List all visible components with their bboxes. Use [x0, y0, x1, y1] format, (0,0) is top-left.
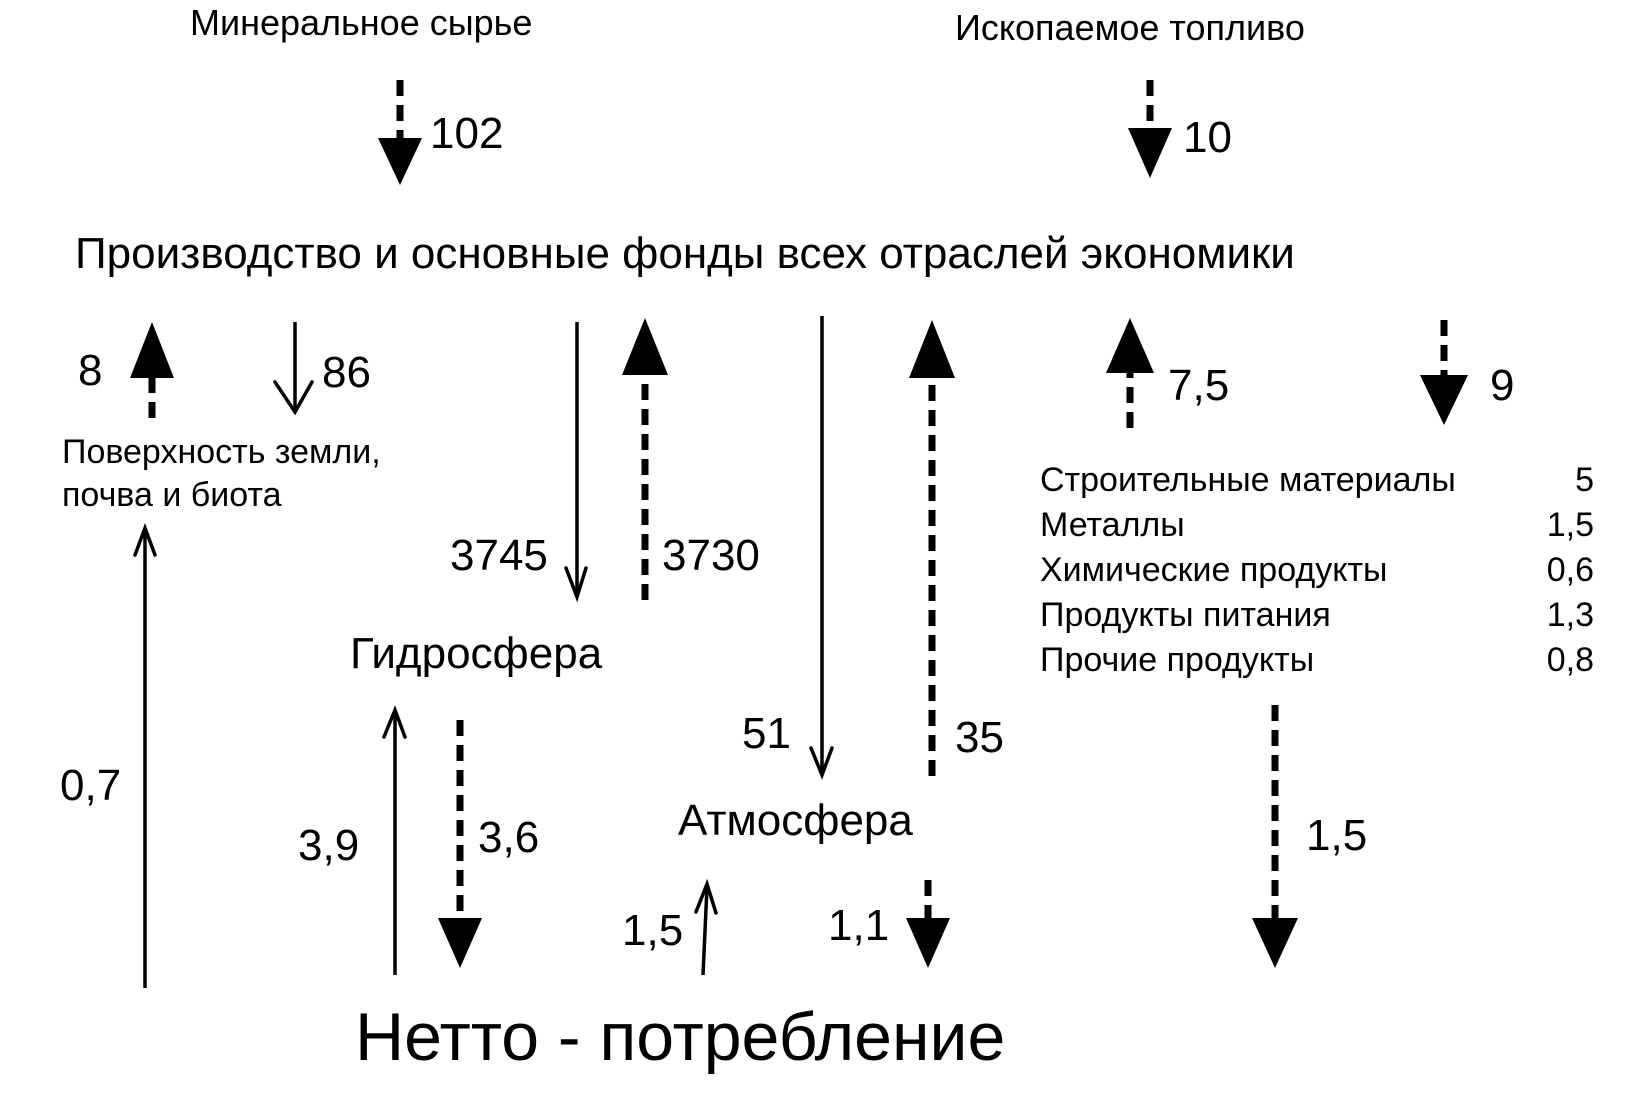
flow-value-production-to-products: 9 [1490, 361, 1514, 410]
flow-value-mineral-in: 102 [430, 109, 503, 158]
product-value: 1,5 [1547, 506, 1594, 544]
flow-value-net-to-surface: 0,7 [60, 761, 121, 810]
arrow-production-to-products [1420, 320, 1468, 425]
arrow-mineral-to-production [378, 80, 422, 185]
flow-value-fuel-in: 10 [1183, 113, 1232, 162]
source-fuel-label: Ископаемое топливо [955, 7, 1305, 48]
product-value: 0,6 [1547, 551, 1594, 589]
surface-node-label-line2: почва и биота [62, 476, 282, 514]
arrow-hydrosphere-to-production [622, 318, 668, 600]
flow-value-hydro-to-production: 3730 [662, 531, 760, 580]
arrow-atmosphere-to-production [909, 320, 955, 776]
surface-node-label-line1: Поверхность земли, [62, 433, 381, 471]
arrow-production-to-surface [273, 322, 314, 416]
product-name: Строительные материалы [1040, 461, 1456, 499]
hydrosphere-node-label: Гидросфера [350, 629, 603, 678]
flow-value-atmo-to-production: 35 [955, 713, 1004, 762]
production-node-label: Производство и основные фонды всех отрас… [75, 229, 1295, 278]
arrow-products-to-net [1252, 705, 1298, 968]
arrow-net-to-surface [133, 522, 157, 988]
flow-value-products-to-production: 7,5 [1168, 361, 1229, 410]
product-value: 0,8 [1547, 641, 1594, 679]
arrow-net-to-atmosphere [694, 878, 718, 976]
source-mineral-label: Минеральное сырье [190, 2, 532, 43]
flow-value-products-to-net: 1,5 [1306, 811, 1367, 860]
net-consumption-label: Нетто - потребление [355, 999, 1005, 1075]
flow-value-surface-to-production: 8 [78, 346, 102, 395]
product-name: Прочие продукты [1040, 641, 1314, 679]
product-name: Металлы [1040, 506, 1185, 544]
arrow-atmosphere-to-net [906, 880, 950, 968]
arrow-hydrosphere-to-net [438, 720, 482, 968]
flow-value-net-to-hydro: 3,9 [298, 821, 359, 870]
product-name: Химические продукты [1040, 551, 1387, 589]
flow-value-net-to-atmo: 1,5 [622, 906, 683, 955]
product-value: 5 [1575, 461, 1594, 499]
flow-value-atmo-to-net: 1,1 [828, 901, 889, 950]
product-name: Продукты питания [1040, 596, 1331, 634]
products-list: Строительные материалы 5 Металлы 1,5 Хим… [1040, 461, 1594, 679]
arrow-surface-to-production [130, 322, 174, 418]
arrow-fuel-to-production [1128, 80, 1172, 178]
atmosphere-node-label: Атмосфера [678, 796, 913, 845]
arrow-products-to-production [1106, 318, 1154, 428]
product-value: 1,3 [1547, 596, 1594, 634]
flow-value-production-to-atmo: 51 [742, 709, 791, 758]
arrow-production-to-atmosphere [809, 316, 834, 780]
flow-value-hydro-to-net: 3,6 [478, 813, 539, 862]
arrow-net-to-hydrosphere [382, 705, 407, 975]
flow-value-production-to-hydro: 3745 [450, 531, 548, 580]
arrow-production-to-hydrosphere [564, 322, 588, 603]
flow-value-production-to-surface: 86 [322, 348, 371, 397]
